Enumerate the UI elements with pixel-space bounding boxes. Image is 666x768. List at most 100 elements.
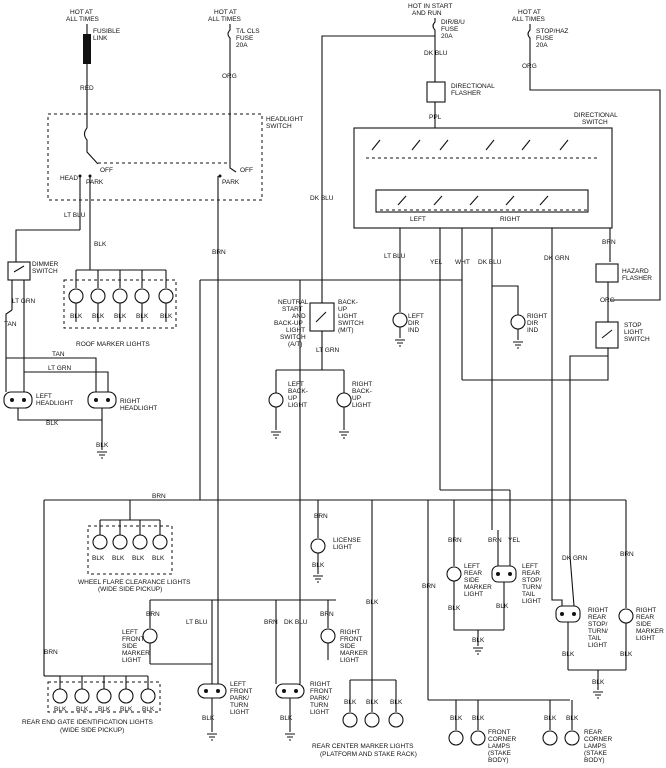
diagram-label: BLK — [620, 651, 633, 658]
diagram-label: BLK — [366, 599, 379, 606]
diagram-label: BRN — [602, 239, 616, 246]
diagram-label: WHEEL FLARE CLEARANCE LIGHTS — [78, 579, 191, 586]
diagram-label: (WIDE SIDE PICKUP) — [60, 727, 124, 734]
diagram-label: 20A — [236, 42, 248, 49]
diagram-label: DIR — [527, 320, 539, 327]
diagram-label: BRN — [422, 583, 436, 590]
dimmer-switch: DIMMER SWITCH LT GRN TAN — [4, 229, 80, 392]
diagram-label: REAR CENTER MARKER LIGHTS — [312, 743, 414, 750]
diagram-label: TAIL — [588, 635, 602, 642]
diagram-label: LIGHT — [310, 709, 329, 716]
diagram-label: LT GRN — [48, 365, 72, 372]
diagram-label: BACK-UP — [274, 320, 303, 327]
diagram-label: STOP/ — [588, 621, 608, 628]
diagram-label: PARK/ — [230, 695, 249, 702]
diagram-label: IND — [408, 327, 420, 334]
fuse-icon — [527, 24, 531, 54]
diagram-label: BRN — [314, 513, 328, 520]
diagram-label: BLK — [202, 715, 215, 722]
diagram-label: ROOF MARKER LIGHTS — [76, 341, 150, 348]
diagram-label: LIGHT — [333, 544, 352, 551]
left-rear-lights: BRN BRN BLK LEFT REAR SIDE MARKER LIGHT … — [422, 489, 542, 700]
diagram-label: BLK — [344, 699, 357, 706]
diagram-label: (A/T) — [288, 341, 302, 348]
left-front-lights: BRN LEFT FRONT SIDE MARKER LIGHT LT BLU … — [122, 599, 336, 732]
diagram-label: RIGHT — [352, 381, 372, 388]
diagram-label: DIR — [408, 320, 420, 327]
diagram-label: TURN — [230, 702, 248, 709]
diagram-label: T/L CLS — [236, 28, 260, 35]
diagram-label: BODY) — [488, 757, 509, 764]
diagram-label: BLK — [472, 637, 485, 644]
diagram-label: FRONT — [488, 729, 510, 736]
diagram-label: (PLATFORM AND STAKE RACK) — [320, 751, 417, 758]
diagram-label: STOP — [624, 322, 642, 329]
diagram-label: DK GRN — [562, 555, 588, 562]
diagram-label: BLK — [54, 706, 67, 713]
diagram-label: HAZARD — [622, 268, 649, 275]
roof-lamp-5: BLK — [158, 270, 174, 322]
diagram-label: REAR END GATE IDENTIFICATION LIGHTS — [22, 719, 154, 726]
diagram-label: UP — [288, 395, 297, 402]
diagram-label: BLK — [562, 651, 575, 658]
diagram-label: BACK- — [288, 388, 308, 395]
diagram-label: BLK — [160, 313, 173, 320]
diagram-label: BLK — [544, 715, 557, 722]
diagram-label: ORG — [222, 73, 237, 80]
diagram-label: BLK — [46, 420, 59, 427]
diagram-label: HEADLIGHT — [120, 405, 157, 412]
diagram-label: MARKER — [340, 650, 368, 657]
diagram-label: HEAD — [60, 175, 78, 182]
stop-haz-feed: HOT AT ALL TIMES STOP/HAZ FUSE 20A ORG — [512, 9, 661, 301]
diagram-label: OFF — [240, 167, 253, 174]
diagram-label: BLK — [132, 555, 145, 562]
diagram-label: BACK- — [352, 388, 372, 395]
diagram-label: HEADLIGHT — [266, 116, 303, 123]
diagram-label: FUSE — [236, 35, 254, 42]
diagram-label: LT BLU — [186, 619, 208, 626]
diagram-label: SWITCH — [338, 320, 364, 327]
diagram-label: 20A — [441, 33, 453, 40]
diagram-label: BLK — [152, 555, 165, 562]
diagram-label: LICENSE — [333, 537, 361, 544]
diagram-label: REAR — [636, 614, 654, 621]
diagram-label: TURN — [310, 702, 328, 709]
diagram-label: LIGHT — [288, 402, 307, 409]
diagram-label: LIGHT — [636, 635, 655, 642]
license-light: BRN LICENSE LIGHT BLK — [310, 500, 361, 574]
diagram-label: 20A — [536, 42, 548, 49]
diagram-label: SWITCH — [280, 334, 306, 341]
diagram-label: RIGHT — [527, 313, 547, 320]
diagram-label: BLK — [114, 313, 127, 320]
diagram-label: START — [282, 306, 303, 313]
diagram-label: BRN — [152, 493, 166, 500]
diagram-label: AND — [292, 313, 306, 320]
diagram-label: RIGHT — [310, 681, 330, 688]
diagram-label: FUSE — [536, 35, 554, 42]
stop-light-switch: STOP LIGHT SWITCH — [462, 321, 650, 556]
diagram-label: BLK — [96, 442, 109, 449]
diagram-label: SIDE — [122, 643, 138, 650]
diagram-label: HOT AT — [518, 9, 541, 16]
roof-lamp-2: BLK — [90, 270, 106, 322]
diagram-label: SWITCH — [266, 123, 292, 130]
hazard-flasher: BRN HAZARD FLASHER ORG — [590, 227, 652, 322]
diagram-label: PPL — [429, 114, 442, 121]
diagram-label: LT GRN — [12, 298, 36, 305]
diagram-label: LIGHT — [230, 709, 249, 716]
diagram-label: YEL — [508, 537, 521, 544]
diagram-label: SWITCH — [624, 336, 650, 343]
left-headlight — [3, 391, 33, 409]
diagram-label: RIGHT — [588, 607, 608, 614]
diagram-label: BLK — [450, 715, 463, 722]
diagram-label: MARKER — [122, 650, 150, 657]
diagram-label: LIGHT — [588, 642, 607, 649]
diagram-label: BLK — [280, 715, 293, 722]
roof-marker-lights: BLK BLK BLK BLK BLK ROOF MARKER LIGHTS — [63, 210, 177, 348]
rear-center-marker-lights: BLK BLK BLK BLK REAR CENTER MARKER LIGHT… — [312, 500, 417, 758]
ground-icons — [207, 339, 603, 741]
diagram-label: DIRECTIONAL — [451, 83, 495, 90]
diagram-label: DK BLU — [424, 50, 448, 57]
diagram-label: NEUTRAL — [278, 299, 309, 306]
roof-lamp-3: BLK — [112, 270, 128, 322]
